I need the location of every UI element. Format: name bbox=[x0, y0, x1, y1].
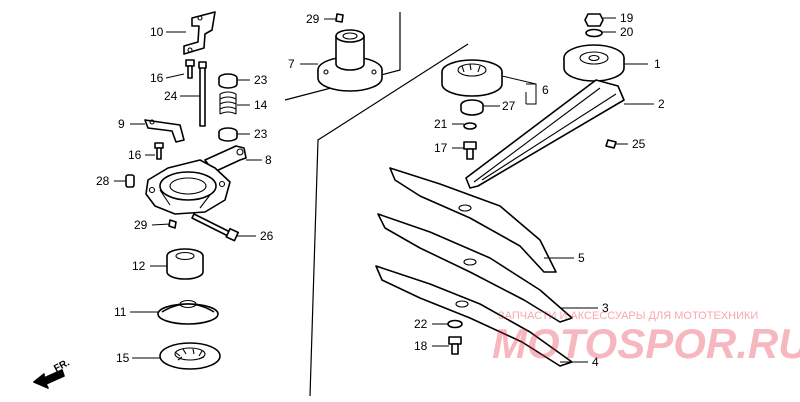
callout-4: 4 bbox=[592, 355, 599, 369]
part-19-nut bbox=[584, 13, 604, 27]
callout-20: 20 bbox=[620, 25, 634, 39]
callout-10: 10 bbox=[150, 25, 164, 39]
part-9-bracket bbox=[144, 119, 185, 143]
callout-16-upper: 16 bbox=[150, 71, 164, 85]
callout-27: 27 bbox=[502, 99, 516, 113]
part-17-bolt bbox=[463, 141, 477, 160]
callout-28: 28 bbox=[96, 174, 110, 188]
callout-21: 21 bbox=[434, 117, 448, 131]
callout-19: 19 bbox=[620, 11, 634, 25]
callout-16-lower: 16 bbox=[128, 148, 142, 162]
callout-29-upper: 29 bbox=[306, 12, 320, 26]
watermark: ЗАПЧАСТИ И АКСЕССУАРЫ ДЛЯ МОТОТЕХНИКИ MO… bbox=[492, 310, 800, 367]
part-6-blade-pulley bbox=[441, 59, 503, 97]
callout-18: 18 bbox=[414, 339, 428, 353]
front-direction-indicator: FR. bbox=[33, 357, 72, 389]
callout-11: 11 bbox=[114, 305, 127, 319]
watermark-brand: MOTOSPOR.RU bbox=[492, 320, 800, 367]
callout-12: 12 bbox=[132, 259, 146, 273]
arrow-icon bbox=[33, 369, 65, 389]
watermark-tagline: ЗАПЧАСТИ И АКСЕССУАРЫ ДЛЯ МОТОТЕХНИКИ bbox=[498, 310, 758, 322]
part-23-collar-lower bbox=[218, 127, 238, 142]
callout-3: 3 bbox=[602, 301, 609, 315]
callout-5: 5 bbox=[578, 251, 585, 265]
part-26-long-bolt bbox=[191, 213, 240, 242]
part-2-belt bbox=[465, 79, 625, 189]
part-12-bearing bbox=[166, 248, 204, 280]
callout-17: 17 bbox=[434, 141, 448, 155]
callout-6: 6 bbox=[542, 83, 549, 97]
part-1-drive-pulley bbox=[563, 44, 625, 82]
part-27-bearing bbox=[460, 99, 484, 116]
callout-15: 15 bbox=[116, 351, 130, 365]
part-21-washer bbox=[463, 122, 477, 130]
brake-housing bbox=[145, 159, 231, 215]
part-15-toothed-washer bbox=[159, 342, 221, 370]
part-28-pin bbox=[125, 174, 135, 188]
callout-29-lower: 29 bbox=[134, 218, 148, 232]
callout-23-lower: 23 bbox=[254, 127, 268, 141]
callout-14: 14 bbox=[254, 98, 268, 112]
part-14-spring bbox=[219, 91, 237, 115]
callout-labels: 10 16 24 23 14 23 9 16 8 28 29 26 12 11 … bbox=[96, 11, 665, 369]
callout-2: 2 bbox=[658, 97, 665, 111]
part-24-rod bbox=[198, 61, 207, 127]
callout-8: 8 bbox=[265, 153, 272, 167]
part-16-bolt-lower bbox=[154, 142, 164, 160]
callout-24: 24 bbox=[164, 89, 178, 103]
leader-lines bbox=[114, 17, 654, 363]
part-20-washer bbox=[585, 28, 603, 38]
callout-22: 22 bbox=[414, 317, 428, 331]
part-23-collar-upper bbox=[218, 73, 238, 89]
part-5-blade-upper bbox=[389, 167, 557, 273]
frame-lines bbox=[284, 12, 469, 397]
part-29-clip-lower bbox=[168, 219, 177, 229]
callout-25: 25 bbox=[632, 137, 646, 151]
part-16-bolt-upper bbox=[185, 59, 195, 79]
part-7-pulley bbox=[317, 29, 383, 92]
callout-1: 1 bbox=[654, 57, 661, 71]
callout-26: 26 bbox=[260, 229, 274, 243]
part-22-washer bbox=[447, 319, 463, 329]
part-29-clip-upper bbox=[335, 13, 344, 23]
part-25-clip bbox=[605, 139, 617, 149]
part-4-blade-lower bbox=[375, 265, 573, 367]
part-3-blade-middle bbox=[377, 213, 573, 323]
callout-9: 9 bbox=[118, 117, 125, 131]
front-label: FR. bbox=[52, 357, 72, 374]
part-10-bracket bbox=[183, 11, 216, 55]
part-18-bolt bbox=[448, 336, 462, 355]
callout-6-bracket bbox=[526, 83, 537, 105]
part-11-blade-adapter bbox=[157, 299, 219, 325]
callout-23-upper: 23 bbox=[254, 73, 268, 87]
callout-7: 7 bbox=[288, 57, 295, 71]
